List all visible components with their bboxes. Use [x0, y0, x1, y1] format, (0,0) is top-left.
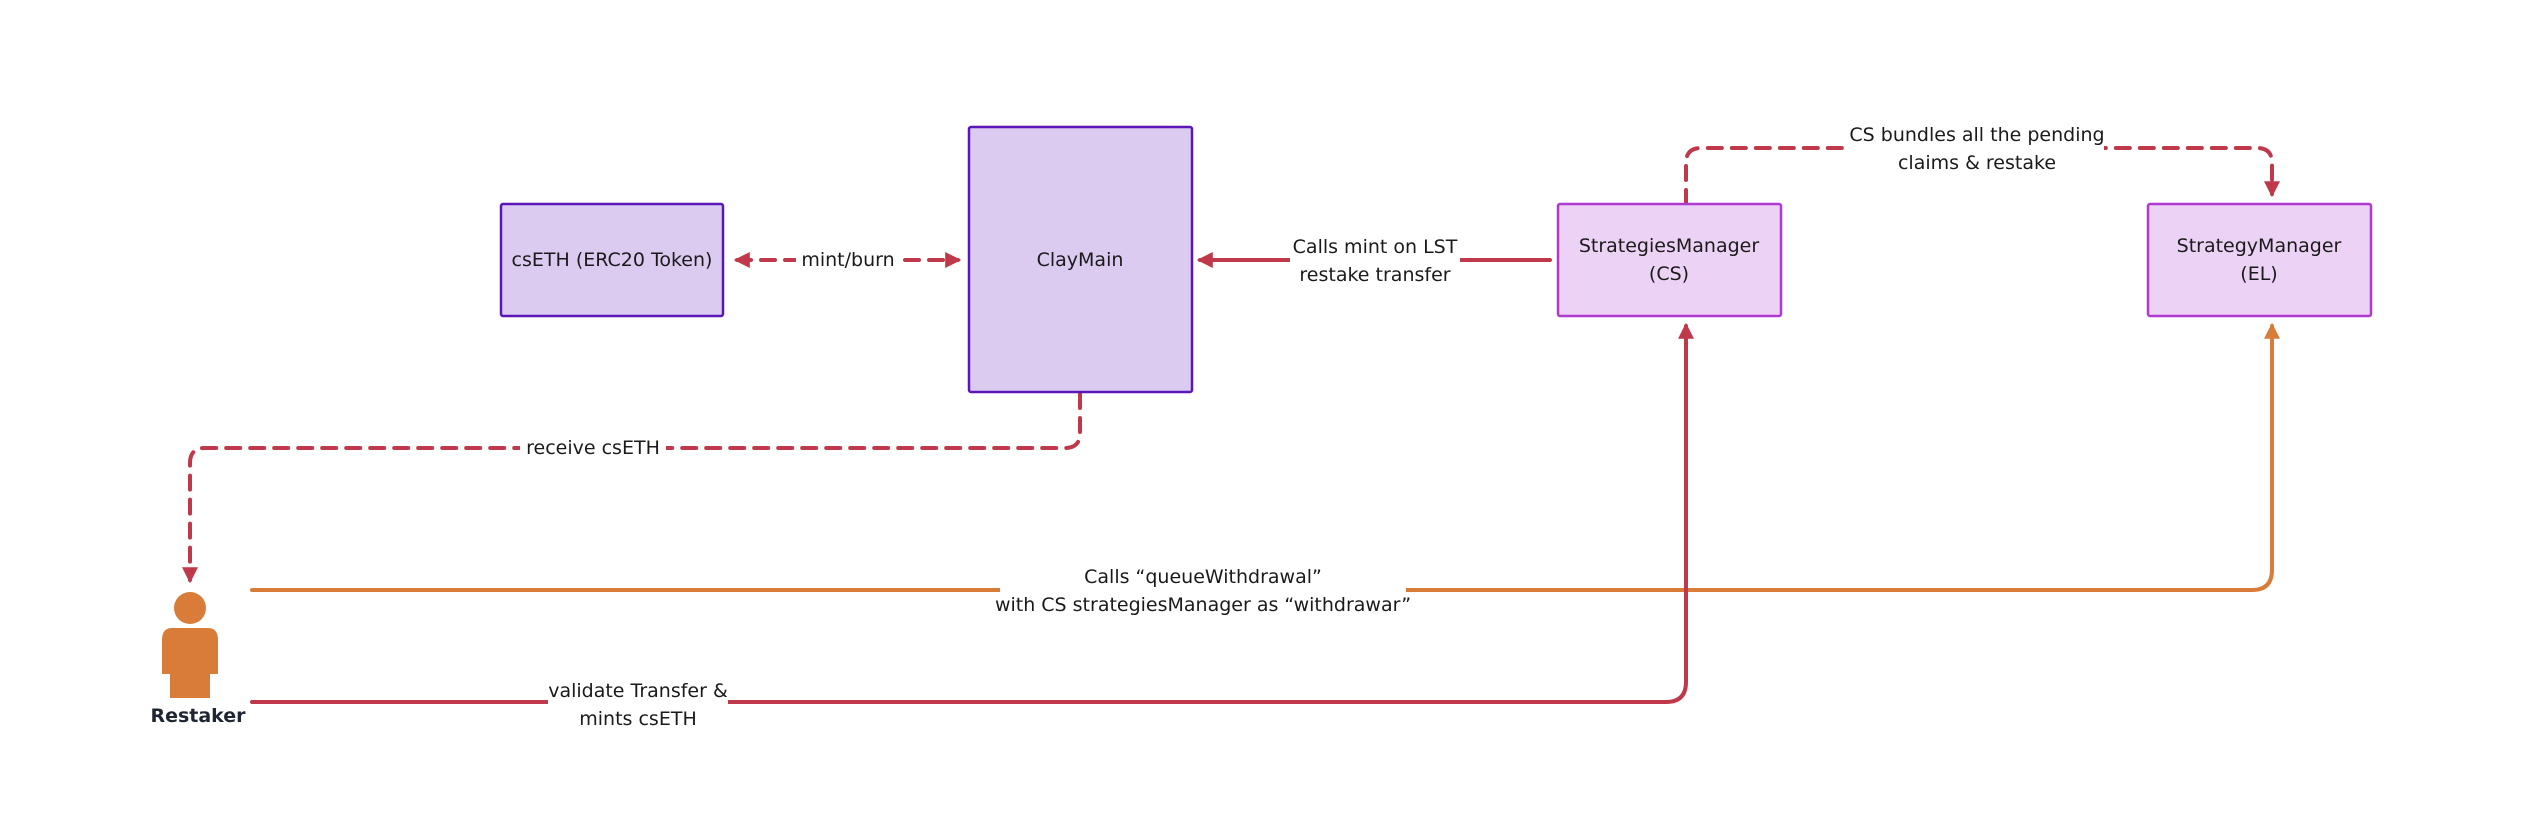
label-receive-cseth-text: receive csETH [526, 437, 660, 459]
label-validate-transfer-line1: validate Transfer & [548, 680, 728, 702]
label-calls-mint-line2: restake transfer [1299, 264, 1450, 286]
label-mint-burn-text: mint/burn [801, 249, 894, 271]
label-cs-bundles: CS bundles all the pending claims & rest… [1849, 116, 2105, 178]
edge-receive-cseth [182, 392, 1082, 584]
node-cseth-token: csETH (ERC20 Token) [499, 202, 725, 318]
node-cseth-token-label: csETH (ERC20 Token) [512, 249, 713, 271]
node-strategies-manager-cs-line1: StrategiesManager [1579, 235, 1760, 257]
label-receive-cseth: receive csETH [520, 432, 666, 462]
node-strategy-manager-el-line1: StrategyManager [2177, 235, 2342, 257]
label-cs-bundles-line1: CS bundles all the pending [1849, 124, 2104, 146]
label-queue-withdrawal-line1: Calls “queueWithdrawal” [1084, 566, 1322, 588]
label-cs-bundles-line2: claims & restake [1898, 152, 2056, 174]
node-strategy-manager-el: StrategyManager (EL) [2146, 202, 2373, 318]
label-calls-mint-line1: Calls mint on LST [1293, 236, 1458, 258]
label-calls-mint: Calls mint on LST restake transfer [1290, 228, 1460, 290]
label-validate-transfer: validate Transfer & mints csETH [548, 672, 728, 734]
actor-restaker: Restaker [150, 592, 246, 727]
edge-queue-withdrawal [250, 322, 2280, 592]
label-validate-transfer-line2: mints csETH [579, 708, 696, 730]
node-strategies-manager-cs: StrategiesManager (CS) [1556, 202, 1783, 318]
node-claymain-label: ClayMain [1037, 249, 1124, 271]
node-strategies-manager-cs-line2: (CS) [1649, 263, 1689, 285]
label-queue-withdrawal: Calls “queueWithdrawal” with CS strategi… [995, 558, 1411, 620]
label-queue-withdrawal-line2: with CS strategiesManager as “withdrawar… [995, 594, 1411, 616]
person-icon [162, 592, 218, 698]
label-mint-burn: mint/burn [796, 244, 900, 274]
edge-validate-transfer [250, 322, 1694, 704]
node-strategy-manager-el-line2: (EL) [2240, 263, 2277, 285]
actor-restaker-label: Restaker [150, 705, 246, 727]
node-claymain: ClayMain [967, 125, 1194, 394]
